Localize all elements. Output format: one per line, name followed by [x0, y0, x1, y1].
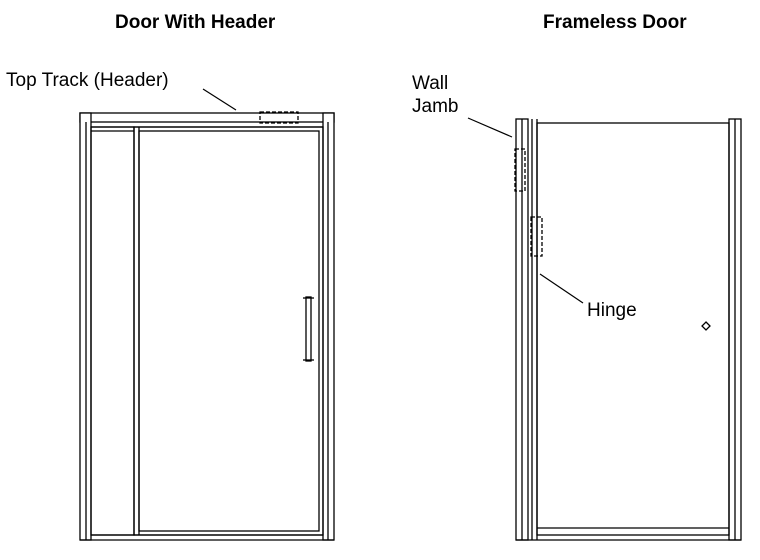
hinge-label: Hinge: [587, 300, 637, 321]
wall-jamb-leader: [467, 117, 513, 138]
header-bracket: [259, 111, 299, 124]
top-track-leader: [202, 88, 237, 111]
top-track-header-label: Top Track (Header): [6, 70, 169, 91]
wall-jamb-bracket: [514, 148, 526, 192]
hinge-leader: [539, 273, 584, 304]
wall-label: Wall: [412, 73, 449, 94]
frameless-door-diagram: [467, 117, 742, 541]
glass-panel: [536, 122, 730, 536]
hinge: [530, 216, 543, 257]
top-track-header: [79, 112, 335, 123]
fixed-panel: [90, 126, 135, 536]
door-knob: [701, 321, 711, 331]
door-panel: [133, 126, 324, 536]
door-with-header-diagram: [79, 88, 335, 541]
frameless-door-title: Frameless Door: [543, 12, 687, 33]
jamb-label: Jamb: [412, 96, 459, 117]
door-with-header-title: Door With Header: [115, 12, 276, 33]
door-handle: [305, 296, 312, 362]
